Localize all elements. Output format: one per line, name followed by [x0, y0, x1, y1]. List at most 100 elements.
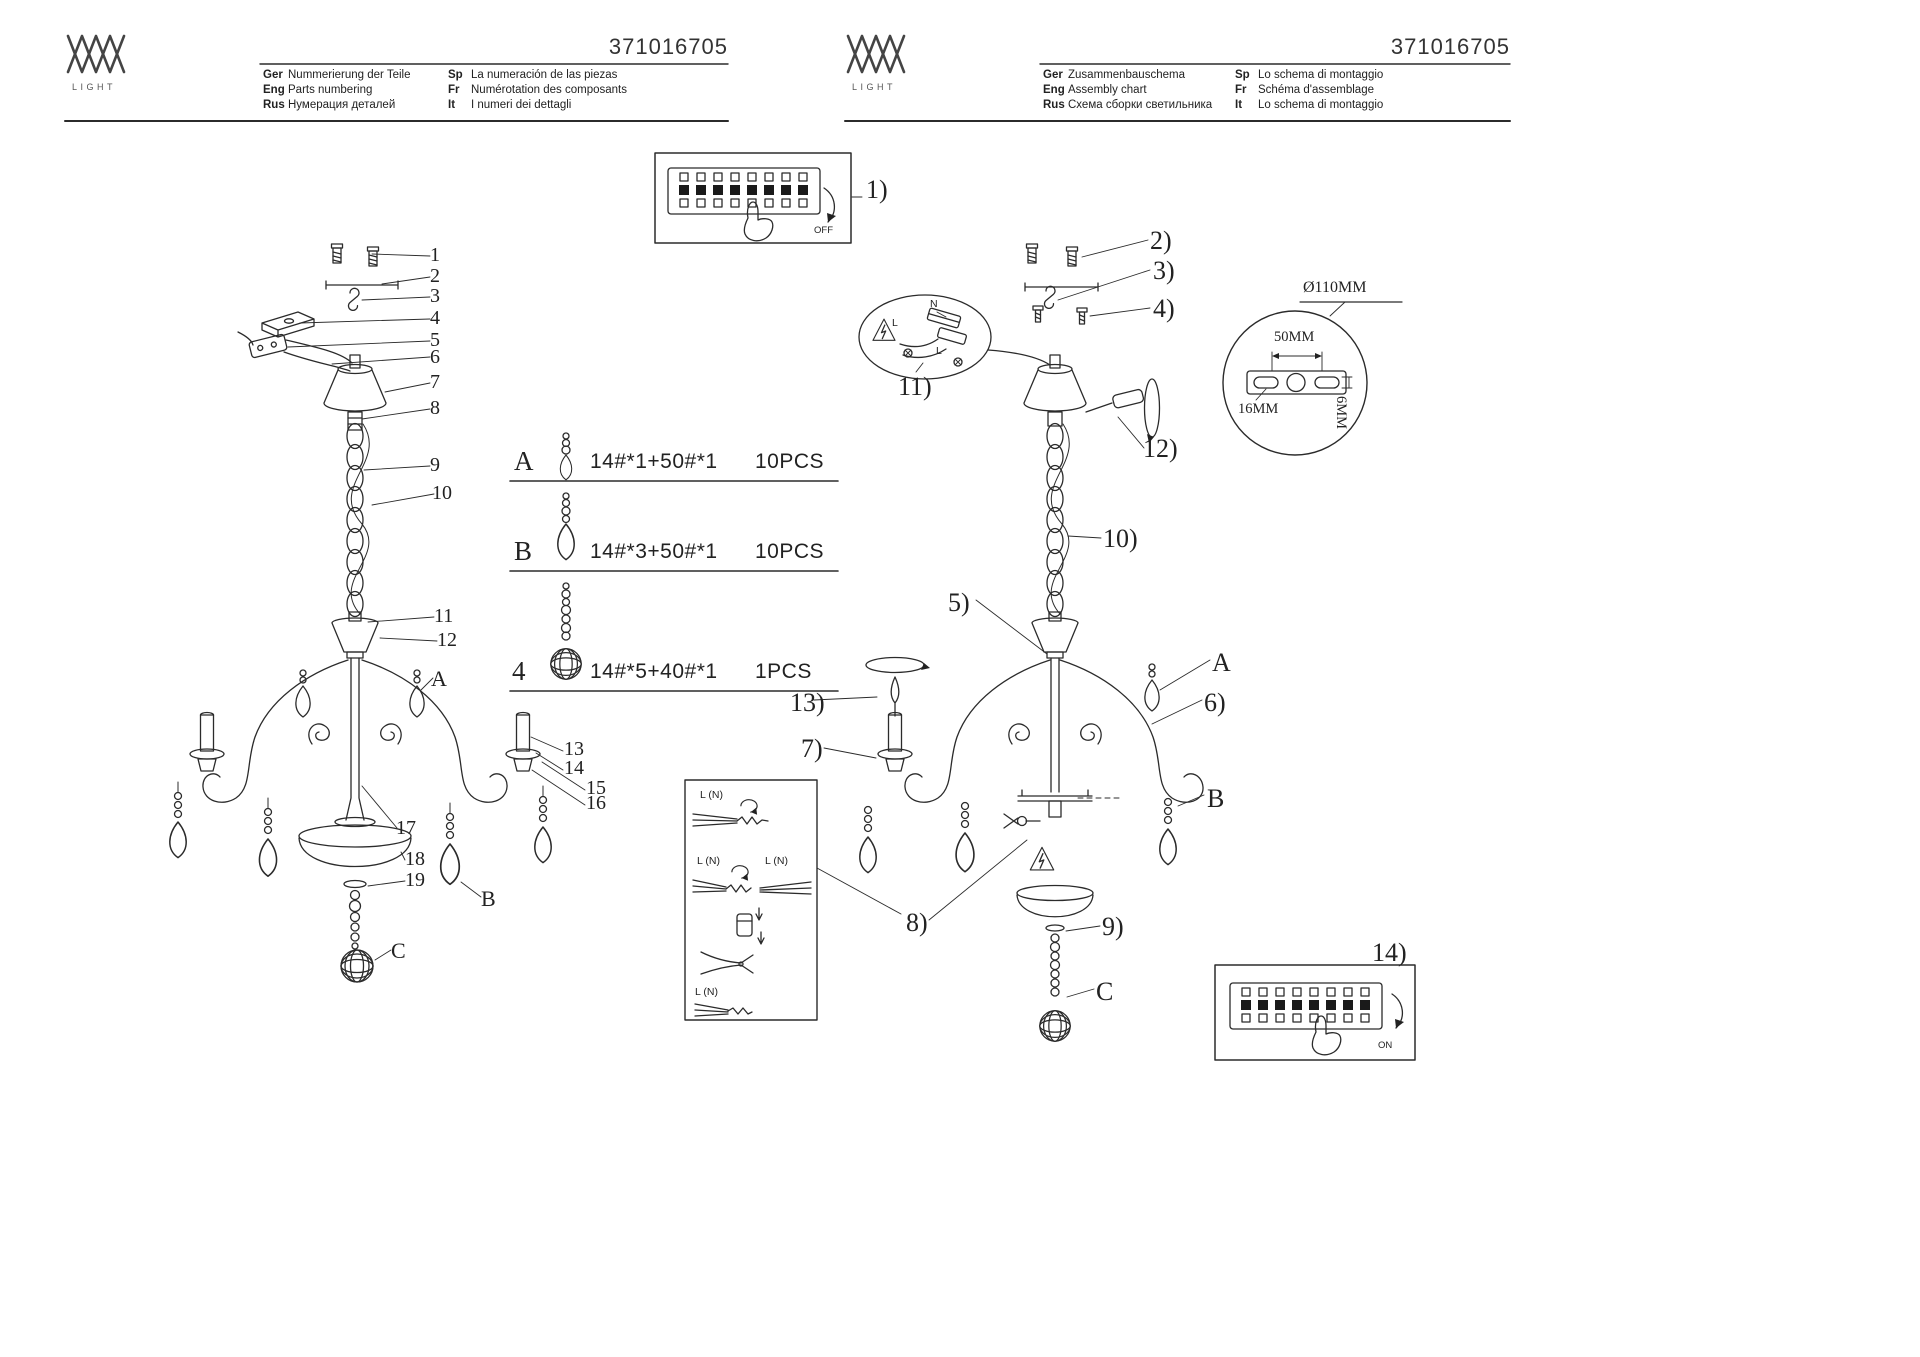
lang-text: Numérotation des composants [471, 84, 627, 96]
part-label-9: 9 [430, 454, 440, 476]
lang-code: It [1235, 99, 1243, 111]
step-label-6: 6) [1204, 688, 1226, 717]
crystal-b-label-left: B [481, 886, 496, 911]
logo-light-label-right: LIGHT [852, 82, 897, 92]
legend-row-c-qty: 1PCS [755, 660, 812, 683]
step-label-14: 14) [1372, 938, 1407, 967]
right-leader-lines [813, 196, 1211, 998]
step-label-7: 7) [801, 734, 823, 763]
lang-code: Fr [448, 84, 460, 96]
part-label-1: 1 [430, 244, 440, 266]
step-label-3: 3) [1153, 256, 1175, 285]
step-label-11: 11) [898, 372, 932, 401]
wire-ln-label-2: L (N) [697, 855, 720, 867]
header-rules [64, 63, 1511, 122]
lang-text: Lo schema di montaggio [1258, 69, 1384, 81]
lang-text: Parts numbering [288, 84, 373, 96]
step8-wiring-box [684, 779, 818, 1021]
step-label-8: 8) [906, 908, 928, 937]
legend-row-c-label: 4 [512, 656, 526, 686]
lang-code: Eng [1043, 84, 1065, 96]
left-leader-lines [287, 253, 586, 961]
lang-text: I numeri dei dettagli [471, 99, 572, 111]
wire-n-label: N [930, 298, 938, 310]
lang-code: Fr [1235, 84, 1247, 96]
step-label-10: 10) [1103, 524, 1138, 553]
lang-text: Zusammenbauschema [1068, 69, 1185, 81]
part-number-left: 371016705 [608, 34, 728, 59]
lang-code: Rus [263, 99, 285, 111]
part-label-2: 2 [430, 265, 440, 287]
part-label-5: 5 [430, 329, 440, 351]
legend-row-a-qty: 10PCS [755, 450, 825, 473]
part-label-19: 19 [405, 869, 425, 891]
lang-code: Sp [448, 69, 463, 81]
part-label-10: 10 [432, 482, 452, 504]
legend-row-a-label: A [514, 446, 534, 476]
step-label-2: 2) [1150, 226, 1172, 255]
lang-text: Lo schema di montaggio [1258, 99, 1384, 111]
crystal-a-label-right: A [1212, 648, 1231, 677]
lang-text: Нумерация деталей [288, 99, 396, 111]
crystal-c-label-right: C [1096, 977, 1114, 1006]
step-label-4: 4) [1153, 294, 1175, 323]
crystal-b-label-right: B [1207, 784, 1225, 813]
lang-code: It [448, 99, 456, 111]
crystal-c-label-left: C [391, 938, 406, 963]
part-label-8: 8 [430, 397, 440, 419]
step-label-12: 12) [1143, 434, 1178, 463]
part-label-16: 16 [586, 792, 606, 814]
legend-row-b-label: B [514, 536, 533, 566]
legend-row-b-formula: 14#*3+50#*1 [590, 540, 718, 563]
logo-light-label-left: LIGHT [72, 82, 117, 92]
wire-l-label-2: L [936, 345, 942, 357]
lang-text: La numeración de las piezas [471, 69, 618, 81]
legend-row-c-formula: 14#*5+40#*1 [590, 660, 718, 683]
switch-off-label: OFF [814, 225, 833, 236]
lang-code: Eng [263, 84, 285, 96]
left-parts-drawing [169, 243, 586, 983]
lang-code: Sp [1235, 69, 1250, 81]
part-label-3: 3 [430, 285, 440, 307]
wire-ln-label-3: L (N) [765, 855, 788, 867]
brand-logo-left [66, 34, 126, 74]
lang-text: Nummerierung der Teile [288, 69, 411, 81]
lang-code: Rus [1043, 99, 1065, 111]
step-label-5: 5) [948, 588, 970, 617]
part-label-17: 17 [396, 817, 416, 839]
step-label-13: 13) [790, 688, 825, 717]
lang-code: Ger [263, 69, 283, 81]
step1-switch-off-box [654, 152, 852, 244]
dim-diameter: Ø110MM [1303, 279, 1367, 296]
lang-text: Schéma d'assemblage [1258, 84, 1374, 96]
legend-row-a-formula: 14#*1+50#*1 [590, 450, 718, 473]
part-label-13: 13 [564, 738, 584, 760]
wire-ln-label-4: L (N) [695, 986, 718, 998]
part-label-18: 18 [405, 848, 425, 870]
brand-logo-right [846, 34, 906, 74]
part-label-11: 11 [434, 605, 454, 627]
crystal-a-label-left: A [431, 666, 447, 691]
part-label-14: 14 [564, 757, 584, 779]
dim-thickness: 6MM [1333, 396, 1349, 430]
dim-slot: 16MM [1238, 401, 1279, 417]
lang-text: Схема сборки светильника [1068, 99, 1213, 111]
step-label-1: 1) [866, 175, 888, 204]
lang-text: Assembly chart [1068, 84, 1147, 96]
right-assembly-drawing [813, 196, 1211, 1042]
mounting-bar-detail [1222, 301, 1403, 456]
switch-on-label: ON [1378, 1040, 1393, 1051]
wire-ln-label-1: L (N) [700, 789, 723, 801]
legend-row-b-qty: 10PCS [755, 540, 825, 563]
step14-switch-on-box [1214, 964, 1416, 1061]
part-label-7: 7 [430, 371, 440, 393]
lang-code: Ger [1043, 69, 1063, 81]
part-label-12: 12 [437, 629, 457, 651]
part-label-6: 6 [430, 346, 440, 368]
dim-width: 50MM [1274, 329, 1315, 345]
legend-drawing [509, 432, 839, 692]
part-label-15: 15 [586, 777, 606, 799]
part-label-4: 4 [430, 307, 440, 329]
